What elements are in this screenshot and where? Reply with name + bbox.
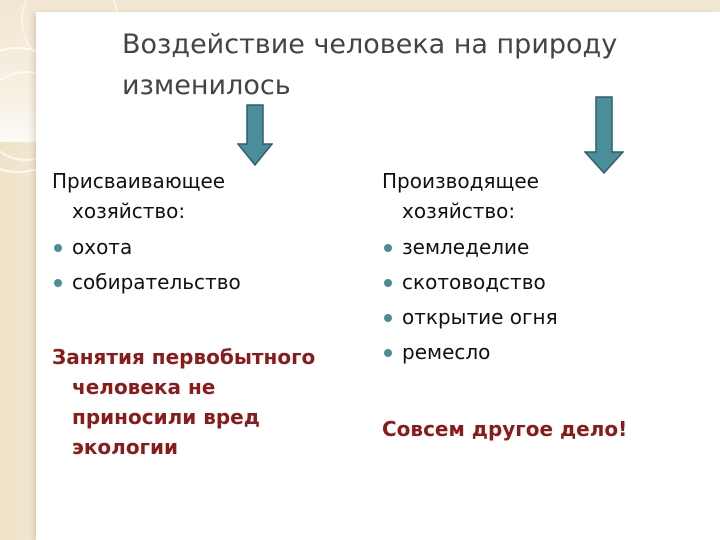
note-line: приносили вред	[72, 405, 260, 429]
slide-title: Воздействие человека на природу изменило…	[122, 29, 618, 101]
list-item: собирательство	[52, 265, 241, 300]
bullet-icon	[384, 349, 392, 357]
left-note: Занятия первобытного человека не приноси…	[52, 342, 315, 462]
bullet-icon	[54, 279, 62, 287]
bullet-icon	[54, 244, 62, 252]
list-item: земледелие	[382, 230, 558, 265]
note-line: Занятия первобытного	[52, 345, 316, 369]
down-arrow-icon	[584, 96, 624, 174]
note-line: человека не	[72, 375, 216, 399]
list-item: открытие огня	[382, 300, 558, 335]
left-heading-line2: хозяйство:	[72, 199, 186, 223]
note-line: экологии	[72, 435, 179, 459]
right-heading-line2: хозяйство:	[402, 199, 516, 223]
list-item: охота	[52, 230, 241, 265]
right-heading-line1: Производящее	[382, 169, 539, 193]
right-note: Совсем другое дело!	[382, 417, 628, 441]
bullet-icon	[384, 279, 392, 287]
list-item: ремесло	[382, 335, 558, 370]
right-list: земледелие скотоводство открытие огня ре…	[382, 230, 558, 370]
bullet-icon	[384, 244, 392, 252]
left-heading-line1: Присваивающее	[52, 169, 226, 193]
bullet-icon	[384, 314, 392, 322]
left-list: охота собирательство	[52, 230, 241, 300]
down-arrow-icon	[237, 104, 273, 166]
list-item: скотоводство	[382, 265, 558, 300]
